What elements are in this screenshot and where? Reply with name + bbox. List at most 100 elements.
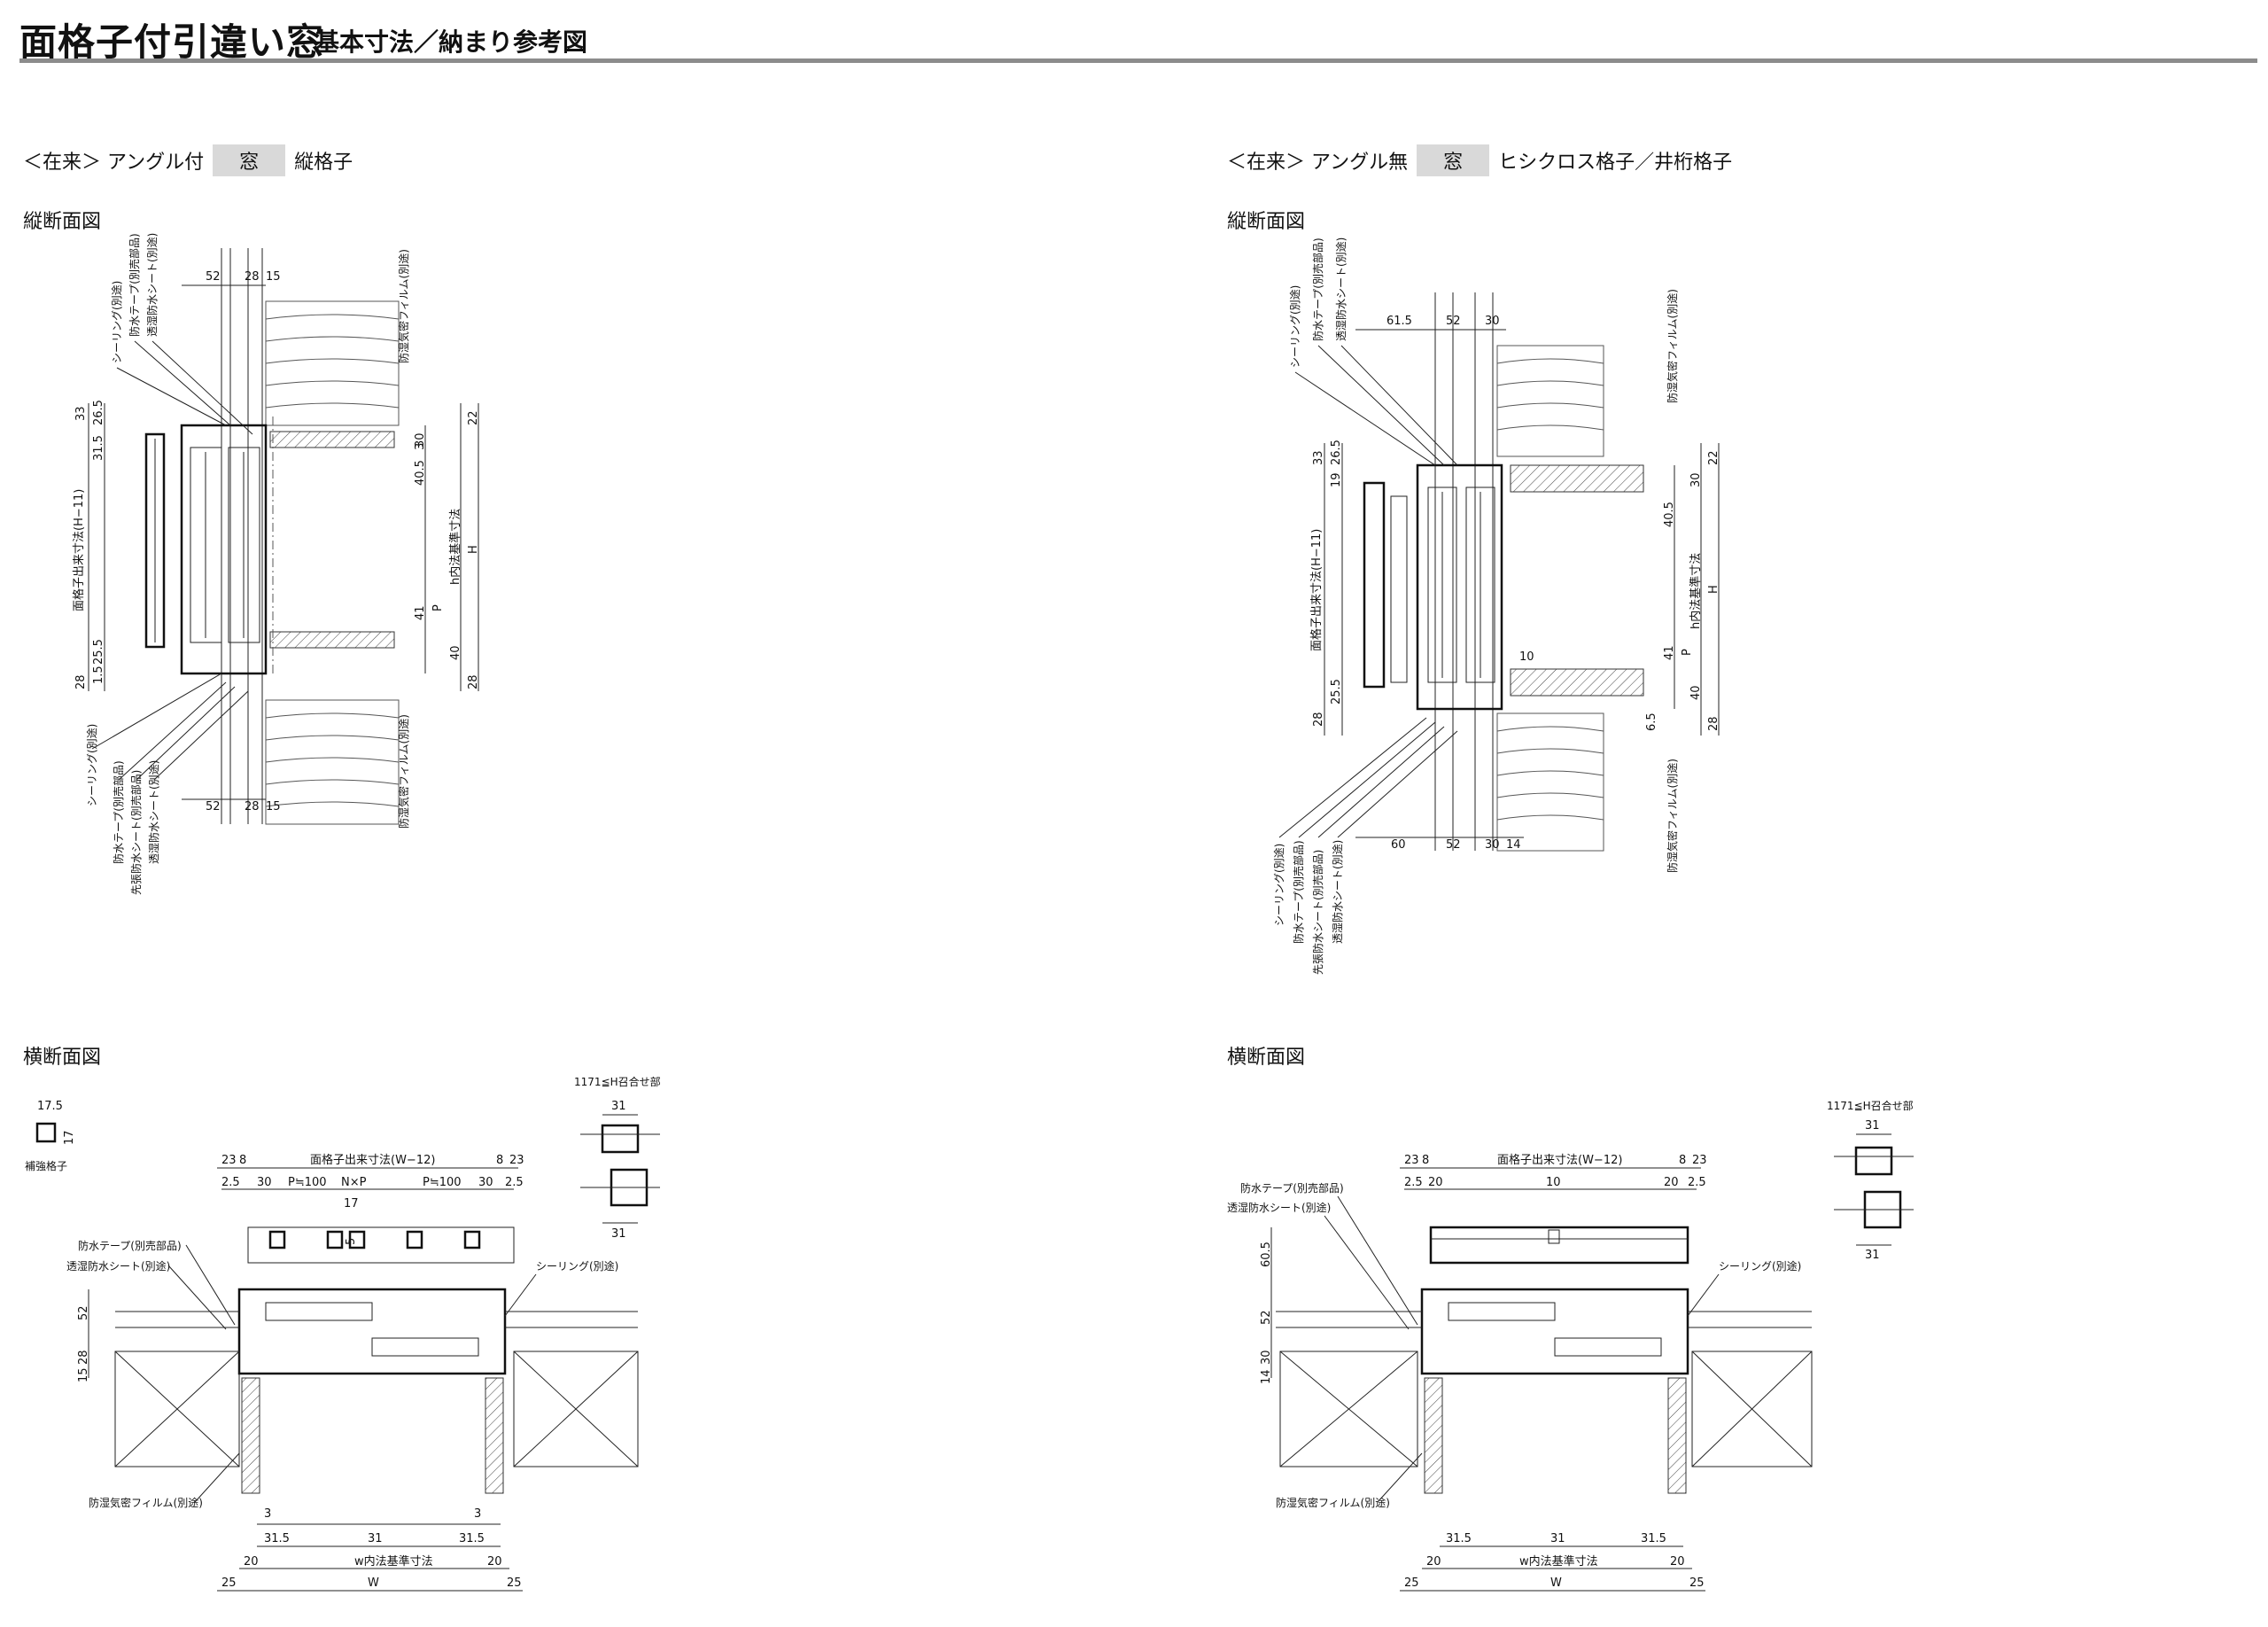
left-v-h-label: h内法基準寸法 [448,509,462,585]
right-h-left-dim: 30 [1260,1350,1273,1365]
right-v-H-label: H [1707,585,1720,594]
left-h-top-dim: N×P [341,1176,367,1189]
left-h-stud-left [114,1351,240,1467]
right-h-note-film: 防湿気密フィルム(別途) [1276,1496,1390,1509]
right-h-top-dim: 2.5 [1404,1176,1423,1189]
left-h-top-dim: 30 [478,1176,493,1189]
right-h-bottom-dim: 25 [1404,1576,1419,1590]
left-v-left-dim: 28 [74,674,88,689]
right-v-h-label: h内法基準寸法 [1689,553,1703,629]
left-h-top-dim: 23 [221,1154,237,1167]
left-v-right-dim: 30 [414,432,427,448]
left-h-top-dim: 2.5 [505,1176,524,1189]
right-v-right-dim: 28 [1707,716,1720,731]
left-h-inset-dim: 17.5 [37,1100,63,1113]
left-h-bottom-dim: 20 [487,1555,502,1569]
right-v-P-label: P [1681,649,1694,656]
right-h-stud-right [1691,1351,1813,1467]
left-h-left-dim: 15 [77,1367,90,1382]
right-h-bottom-dim: 31.5 [1446,1532,1472,1545]
left-h-top-dim: 30 [257,1176,272,1189]
left-h-left-dim: 28 [77,1350,90,1365]
left-h-bottom-dim: 3 [474,1507,481,1521]
right-type-prefix: ＜在来＞ アングル無 [1227,152,1409,174]
left-vertical-section: 52 28 15 52 28 15 33 26.5 31.5 25.5 1.5 … [72,233,480,895]
right-v-right-dim: 40 [1689,685,1703,700]
right-h-detail-title: 1171≦H召合せ部 [1827,1099,1914,1112]
left-v-note-top: 透湿防水シート(別途) [145,233,159,337]
right-h-frame [1420,1288,1689,1375]
right-v-top-dim: 30 [1485,315,1500,328]
left-h-bottom-dim: 31.5 [459,1532,485,1545]
left-v-insulation-bottom [265,699,400,825]
page-subtitle: 基本寸法／納まり参考図 [315,27,588,57]
right-h-top-dim: 20 [1664,1176,1679,1189]
left-v-left-dim: 26.5 [92,400,105,425]
right-h-grille [1429,1226,1689,1265]
left-v-note-top: シーリング(別途) [110,281,123,363]
left-type-heading: ＜在来＞ アングル付 窓 縦格子 [23,144,353,176]
title-rule [19,58,2257,63]
right-v-note-top: シーリング(別途) [1288,285,1301,368]
right-h-left-dim: 60.5 [1260,1242,1273,1267]
right-v-note-bottom: シーリング(別途) [1272,844,1285,926]
left-h-bottom-dim: 25 [221,1576,237,1590]
left-v-height-text: 面格子出来寸法(H−11) [72,489,86,611]
left-h-reinforce-inset [35,1122,57,1143]
left-h-stud-right [513,1351,639,1467]
left-h-top-dim: 23 [509,1154,524,1167]
left-v-note-bottom: 先張防水シート(別売部品) [129,770,143,895]
left-v-note-top: 防水テープ(別売部品) [128,233,141,337]
right-h-stud-left [1279,1351,1418,1467]
right-vertical-label: 縦断面図 [1227,211,1306,233]
left-h-note-left: 透湿防水シート(別途) [66,1259,170,1273]
right-v-right-dim: 30 [1689,472,1703,487]
left-h-top-dim: 8 [239,1154,246,1167]
right-h-bottom-dim: 31 [1550,1532,1565,1545]
right-v-note-bottom: 防水テープ(別売部品) [1292,840,1305,944]
right-h-note-left: 透湿防水シート(別途) [1227,1201,1331,1214]
right-v-right-dim: 10 [1519,650,1534,664]
left-v-bottom-dim: 28 [245,800,260,814]
left-type-suffix: 縦格子 [294,152,353,174]
right-h-top-dim: 23 [1692,1154,1707,1167]
right-v-right-dim: 40.5 [1663,502,1676,527]
left-h-span-label: 面格子出来寸法(W−12) [310,1153,435,1167]
right-horizontal-label: 横断面図 [1227,1047,1306,1069]
left-v-grille [144,432,166,649]
left-v-right-dim: 22 [467,410,480,425]
left-h-note-right: シーリング(別途) [536,1259,618,1273]
right-h-top-dim: 2.5 [1688,1176,1706,1189]
right-type-heading: ＜在来＞ アングル無 窓 ヒシクロス格子／井桁格子 [1227,144,1732,176]
left-h-top-dim: 5 [345,1238,358,1245]
right-v-note-top: 透湿防水シート(別途) [1334,237,1348,341]
right-v-frame [1416,463,1503,711]
right-h-meeting-detail [1834,1133,1914,1246]
right-v-bottom-dim: 60 [1391,838,1406,852]
right-v-bottom-dim: 52 [1446,838,1461,852]
left-v-note-bottom: シーリング(別途) [85,724,98,806]
right-h-bottom-dim: 25 [1689,1576,1705,1590]
left-v-right-dim: 41 [414,605,427,620]
left-h-bottom-dim: 25 [507,1576,522,1590]
left-h-detail-dim: 31 [611,1227,626,1241]
left-v-left-dim: 1.5 [92,666,105,684]
left-h-top-dim: P≒100 [288,1176,327,1189]
left-type-tag: 窓 [213,144,286,176]
left-v-H-label: H [467,545,480,554]
left-h-inset-dim: 17 [63,1130,76,1145]
right-h-bottom-dim: 20 [1426,1555,1441,1569]
left-h-inset-label: 補強格子 [25,1159,67,1172]
left-h-detail-title: 1171≦H召合せ部 [574,1075,661,1088]
left-v-left-dim: 25.5 [92,639,105,665]
left-horizontal-label: 横断面図 [23,1047,102,1069]
right-v-left-dim: 28 [1312,712,1325,727]
right-v-insulation-top [1496,345,1604,457]
right-h-top-dim: 8 [1679,1154,1686,1167]
right-v-left-dim: 26.5 [1330,440,1343,465]
right-v-right-dim: 22 [1707,450,1720,465]
right-v-height-text: 面格子出来寸法(H−11) [1309,529,1324,651]
page-title: 面格子付引違い窓 [19,20,325,64]
right-type-tag: 窓 [1417,144,1490,176]
